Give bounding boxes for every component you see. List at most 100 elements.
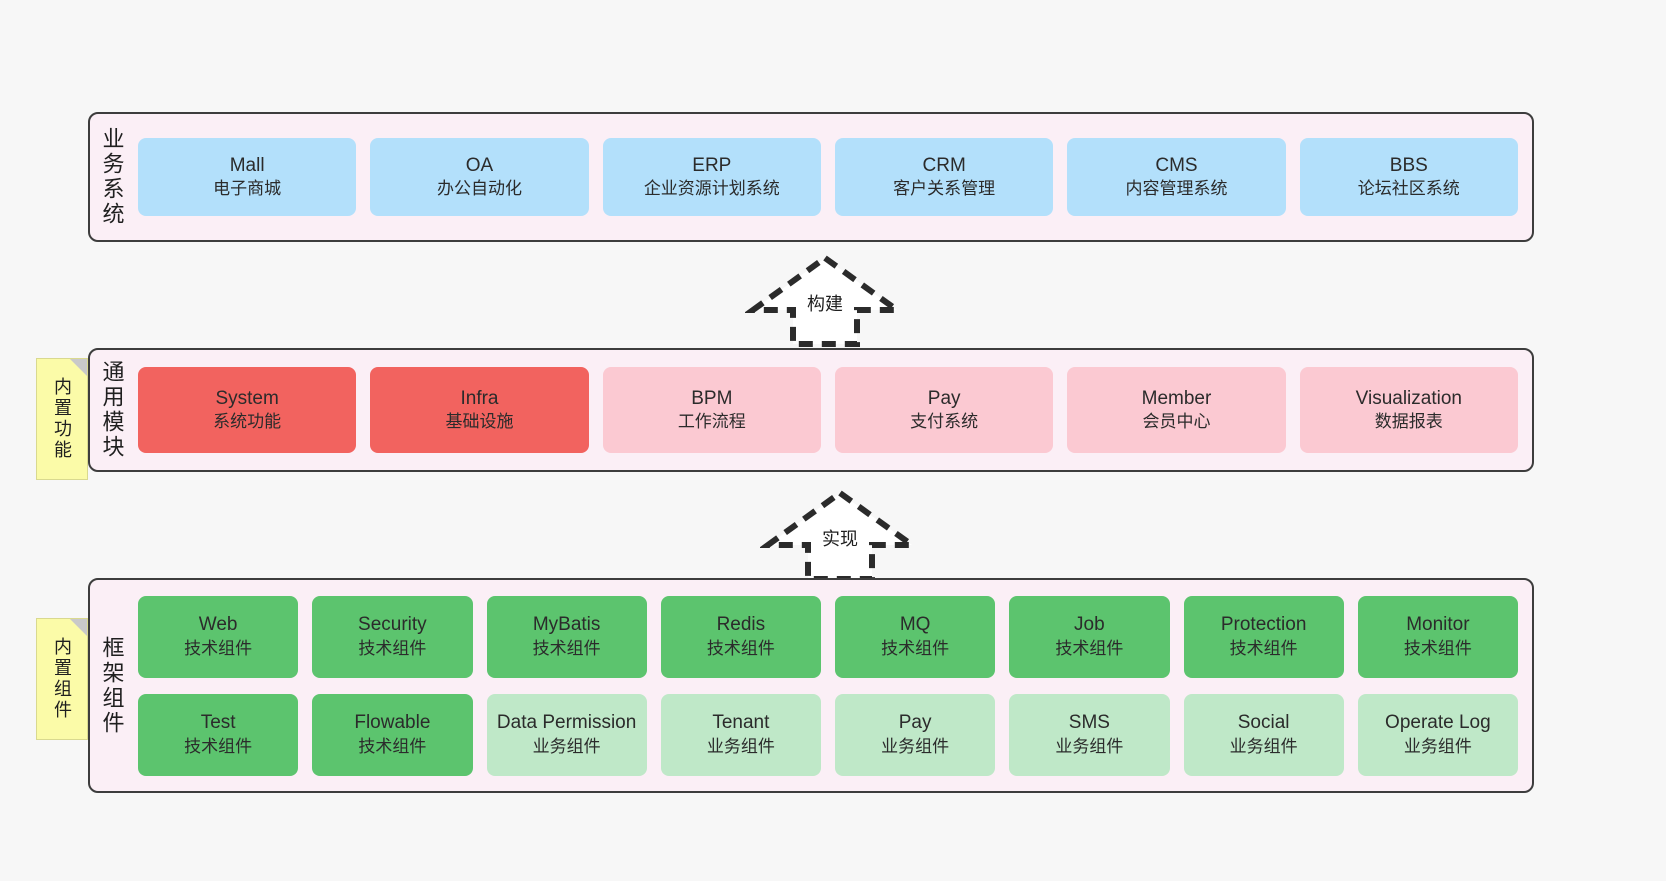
cell-mybatis[interactable]: MyBatis 技术组件 [486,595,647,678]
cell-subtitle: 论坛社区系统 [1357,179,1460,199]
cell-bbs[interactable]: BBS 论坛社区系统 [1299,138,1518,216]
cell-subtitle: 技术组件 [1229,638,1298,658]
cell-oa[interactable]: OA 办公自动化 [370,138,589,216]
cell-title: Operate Log [1385,712,1491,734]
cell-title: SMS [1068,712,1110,734]
note-label: 内置组件 [52,637,72,721]
cell-sms[interactable]: SMS 业务组件 [1009,693,1170,776]
cell-subtitle: 系统功能 [213,412,282,432]
cell-subtitle: 支付系统 [910,412,979,432]
cell-social[interactable]: Social 业务组件 [1183,693,1344,776]
cell-subtitle: 办公自动化 [436,179,522,199]
note-builtin-function: 内置功能 [36,358,88,480]
cell-subtitle: 业务组件 [532,736,601,756]
cell-title: Pay [927,387,961,409]
cell-subtitle: 技术组件 [1055,638,1124,658]
band-body-business-system: Mall 电子商城 OA 办公自动化 ERP 企业资源计划系统 CRM 客户关系… [134,114,1532,240]
cell-system[interactable]: System 系统功能 [138,367,357,453]
cell-title: OA [465,154,494,176]
band-common-module: 通用模块 System 系统功能 Infra 基础设施 BPM 工作流程 Pay [88,348,1534,472]
cell-title: CRM [922,154,966,176]
cell-title: Social [1237,712,1290,734]
cell-job[interactable]: Job 技术组件 [1009,595,1170,678]
cell-pay-component[interactable]: Pay 业务组件 [835,693,996,776]
note-builtin-component: 内置组件 [36,618,88,740]
cell-subtitle: 技术组件 [1403,638,1472,658]
cell-subtitle: 业务组件 [1403,736,1472,756]
cell-title: MyBatis [532,614,601,636]
cell-title: Web [198,614,238,636]
cell-subtitle: 业务组件 [1229,736,1298,756]
cell-title: Infra [460,387,499,409]
cell-subtitle: 业务组件 [881,736,950,756]
band-business-system: 业务系统 Mall 电子商城 OA 办公自动化 ERP 企业资源计划系统 CRM [88,112,1534,242]
cell-title: Visualization [1355,387,1462,409]
cell-title: BBS [1389,154,1428,176]
cell-redis[interactable]: Redis 技术组件 [660,595,821,678]
cell-mq[interactable]: MQ 技术组件 [835,595,996,678]
cell-infra[interactable]: Infra 基础设施 [370,367,589,453]
cell-title: System [215,387,279,409]
cell-tenant[interactable]: Tenant 业务组件 [660,693,821,776]
cell-subtitle: 技术组件 [184,736,253,756]
cell-erp[interactable]: ERP 企业资源计划系统 [602,138,821,216]
cell-crm[interactable]: CRM 客户关系管理 [834,138,1054,216]
cell-subtitle: 会员中心 [1142,412,1211,432]
row-common-module: System 系统功能 Infra 基础设施 BPM 工作流程 Pay 支付系统… [138,367,1518,453]
cell-subtitle: 技术组件 [184,638,253,658]
cell-monitor[interactable]: Monitor 技术组件 [1357,595,1518,678]
cell-title: ERP [692,154,732,176]
band-label-framework-component: 框架组件 [99,635,125,736]
cell-member[interactable]: Member 会员中心 [1067,367,1286,453]
cell-mall[interactable]: Mall 电子商城 [138,138,357,216]
cell-subtitle: 业务组件 [706,736,775,756]
cell-title: Protection [1220,614,1307,636]
cell-operate-log[interactable]: Operate Log 业务组件 [1357,693,1518,776]
cell-subtitle: 技术组件 [358,736,427,756]
cell-subtitle: 技术组件 [532,638,601,658]
cell-subtitle: 电子商城 [213,179,282,199]
cell-title: Monitor [1406,614,1470,636]
arrow-implement: 实现 [760,487,920,583]
cell-title: Tenant [712,712,770,734]
arrow-build: 构建 [745,252,905,348]
cell-title: Member [1141,387,1212,409]
band-body-common-module: System 系统功能 Infra 基础设施 BPM 工作流程 Pay 支付系统… [134,350,1532,470]
row-business-components: Test 技术组件 Flowable 技术组件 Data Permission … [138,693,1518,776]
cell-subtitle: 技术组件 [706,638,775,658]
row-tech-components: Web 技术组件 Security 技术组件 MyBatis 技术组件 Redi… [138,595,1518,678]
cell-subtitle: 技术组件 [358,638,427,658]
cell-title: Redis [716,614,766,636]
cell-data-permission[interactable]: Data Permission 业务组件 [486,693,647,776]
cell-title: Pay [898,712,932,734]
cell-web[interactable]: Web 技术组件 [138,595,299,678]
cell-subtitle: 数据报表 [1374,412,1443,432]
band-framework-component: 框架组件 Web 技术组件 Security 技术组件 MyBatis 技术组件… [88,578,1534,793]
cell-subtitle: 业务组件 [1055,736,1124,756]
cell-subtitle: 基础设施 [445,412,514,432]
cell-visualization[interactable]: Visualization 数据报表 [1299,367,1518,453]
row-business-system: Mall 电子商城 OA 办公自动化 ERP 企业资源计划系统 CRM 客户关系… [138,138,1518,216]
cell-title: Data Permission [496,712,637,734]
cell-subtitle: 客户关系管理 [893,179,996,199]
cell-title: Flowable [354,712,431,734]
cell-subtitle: 工作流程 [677,412,746,432]
cell-title: BPM [691,387,733,409]
cell-pay-module[interactable]: Pay 支付系统 [834,367,1054,453]
cell-protection[interactable]: Protection 技术组件 [1183,595,1344,678]
band-label-common-module: 通用模块 [99,360,125,460]
cell-subtitle: 技术组件 [881,638,950,658]
note-label: 内置功能 [52,377,72,461]
cell-subtitle: 企业资源计划系统 [643,179,780,199]
cell-test[interactable]: Test 技术组件 [138,693,299,776]
cell-cms[interactable]: CMS 内容管理系统 [1067,138,1286,216]
cell-bpm[interactable]: BPM 工作流程 [602,367,821,453]
arrow-build-icon [745,254,905,347]
band-label-business-system: 业务系统 [99,127,125,227]
cell-security[interactable]: Security 技术组件 [312,595,473,678]
cell-title: Mall [229,154,265,176]
arrow-implement-icon [760,489,920,582]
cell-subtitle: 内容管理系统 [1125,179,1228,199]
cell-flowable[interactable]: Flowable 技术组件 [312,693,473,776]
